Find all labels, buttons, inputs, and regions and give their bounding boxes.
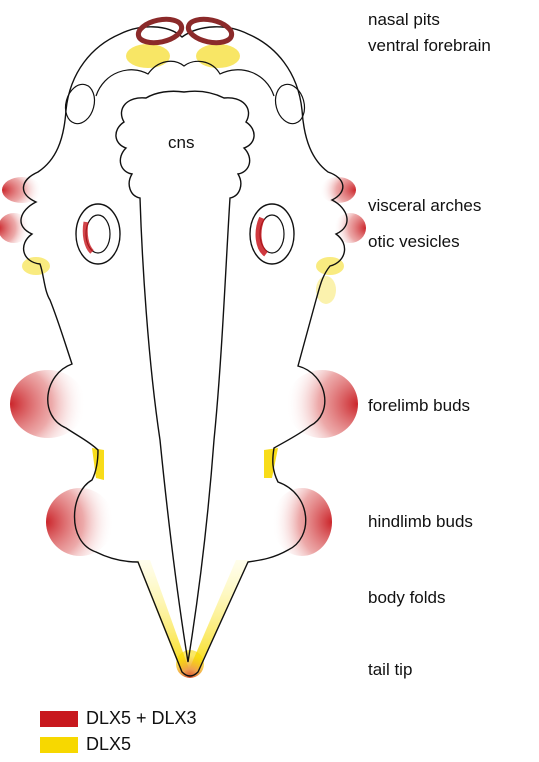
label-forelimb-buds: forelimb buds <box>368 396 470 416</box>
legend-item-dlx5-dlx3: DLX5 + DLX3 <box>40 708 197 729</box>
ventral-forebrain-stain-right <box>196 44 240 68</box>
visceral-arch-stain-left <box>0 177 50 275</box>
hindlimb-stain-right <box>272 488 332 556</box>
label-body-folds: body folds <box>368 588 446 608</box>
visceral-arch-stain-right <box>316 177 366 304</box>
cns-label: cns <box>168 133 194 153</box>
label-hindlimb-buds: hindlimb buds <box>368 512 473 532</box>
label-nasal-pits: nasal pits <box>368 10 440 30</box>
tail-tip-stain <box>176 650 204 678</box>
label-ventral-forebrain: ventral forebrain <box>368 36 491 56</box>
legend-item-dlx5: DLX5 <box>40 734 131 755</box>
embryo-outline <box>21 27 347 676</box>
label-tail-tip: tail tip <box>368 660 412 680</box>
label-visceral-arches: visceral arches <box>368 196 481 216</box>
legend-label: DLX5 <box>86 734 131 755</box>
interlimb-yellow-right <box>264 448 278 478</box>
forelimb-stain-right <box>286 370 358 438</box>
label-otic-vesicles: otic vesicles <box>368 232 460 252</box>
ventral-forebrain-stain-left <box>126 44 170 68</box>
otic-vesicle-right <box>250 204 294 264</box>
legend-swatch-yellow <box>40 737 78 753</box>
forebrain-lobes <box>96 61 274 96</box>
otic-vesicle-left <box>76 204 120 264</box>
nasal-pit-left <box>136 16 184 47</box>
legend-swatch-red <box>40 711 78 727</box>
hindlimb-stain-left <box>46 488 114 556</box>
legend-label: DLX5 + DLX3 <box>86 708 197 729</box>
